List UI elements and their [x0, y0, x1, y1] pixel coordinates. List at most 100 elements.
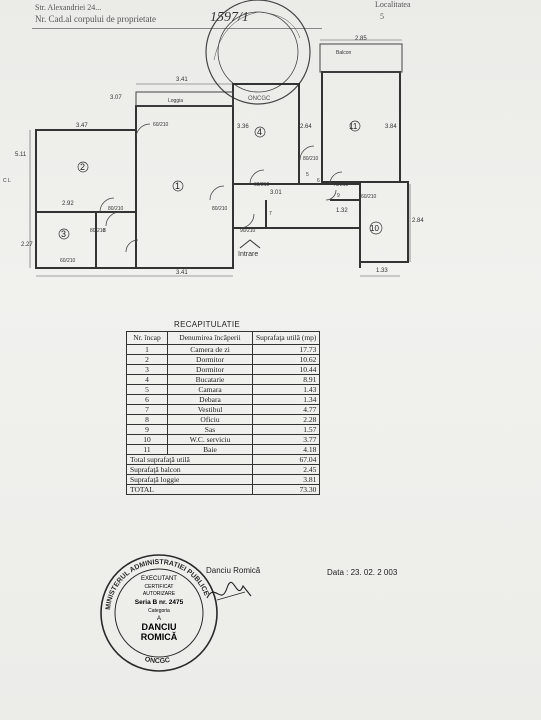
dim-227: 2.27: [21, 242, 33, 248]
cell-area: 3.77: [251, 434, 321, 445]
recap-table: Nr. încap Denumirea încăperii Suprafaţa …: [126, 331, 321, 495]
total-value: 73.30: [251, 484, 321, 495]
recap-header-row: Nr. încap Denumirea încăperii Suprafaţa …: [126, 331, 321, 345]
room-1: 1: [175, 181, 180, 191]
dim-292: 2.92: [62, 201, 74, 207]
dim-284: 2.84: [412, 218, 424, 224]
room-5: 5: [306, 172, 309, 178]
total-value: 67.04: [251, 454, 321, 465]
room-10: 10: [370, 224, 379, 233]
cell-name: Debara: [167, 394, 253, 405]
door-4: 60/210: [254, 182, 270, 188]
cell-name: Baie: [167, 444, 253, 455]
stamp-line-6: A: [157, 616, 161, 622]
label-balcon: Balcon: [336, 50, 352, 56]
cell-area: 4.18: [251, 444, 321, 455]
stamp-line-1: EXECUTANT: [141, 576, 177, 582]
document-date: Data : 23. 02. 2 003: [327, 568, 398, 577]
dim-347: 3.47: [76, 123, 88, 129]
cell-name: Vestibul: [167, 404, 253, 415]
total-label: Total suprafaţă utilă: [126, 454, 253, 465]
locality-value: 5: [380, 12, 384, 21]
dim-285: 2.85: [355, 36, 367, 42]
cell-area: 17.73: [251, 344, 321, 355]
col-area: Suprafaţa utilă (mp): [251, 331, 321, 345]
door-5: 80/210: [212, 206, 228, 212]
label-intrare: Intrare: [238, 251, 258, 258]
door-6: 90/210: [240, 228, 256, 234]
stamp-line-7: DANCIU: [142, 622, 177, 632]
cell-area: 1.57: [251, 424, 321, 435]
cell-nr: 11: [126, 444, 168, 455]
room-6: 6: [317, 178, 320, 184]
dim-307: 3.07: [110, 95, 122, 101]
cell-name: Camara: [167, 384, 253, 395]
cell-name: Sas: [167, 424, 253, 435]
room-2: 2: [80, 162, 85, 172]
total-value: 3.81: [251, 474, 321, 485]
cell-name: W.C. serviciu: [167, 434, 253, 445]
door-10: 60/210: [60, 258, 76, 264]
svg-text:ONCGC: ONCGC: [144, 656, 171, 665]
dim-384: 3.84: [385, 124, 397, 130]
stamp-line-8: ROMICĂ: [141, 632, 178, 642]
door-1: 80/210: [108, 206, 124, 212]
cell-nr: 5: [126, 384, 168, 395]
cell-area: 1.43: [251, 384, 321, 395]
cell-name: Dormitor: [167, 354, 253, 365]
stamp-ring-bottom: ONCGC: [144, 656, 171, 665]
cell-nr: 10: [126, 434, 168, 445]
cell-name: Bucatarie: [167, 374, 253, 385]
door-7: 80/210: [303, 156, 319, 162]
cadastral-number: 1597/1: [210, 10, 249, 25]
cell-name: Oficiu: [167, 414, 253, 425]
total-label: Suprafaţă balcon: [126, 464, 253, 475]
label-loggia: Loggia: [168, 98, 183, 104]
cell-area: 4.77: [251, 404, 321, 415]
total-label: Suprafaţă loggie: [126, 474, 253, 485]
top-stamp: ONCGC: [205, 0, 311, 105]
cell-nr: 9: [126, 424, 168, 435]
door-9: 60/210: [361, 194, 377, 200]
door-2: 80/210: [90, 228, 106, 234]
room-11: 11: [349, 122, 358, 131]
room-4: 4: [257, 127, 262, 137]
door-3: 60/210: [153, 122, 169, 128]
cell-name: Camera de zi: [167, 344, 253, 355]
signer-name: Danciu Romică: [206, 566, 261, 575]
cell-area: 10.62: [251, 354, 321, 365]
plan-loggia-balcony: [135, 43, 403, 107]
entry-arrow: [239, 239, 261, 249]
stamp-line-3: AUTORIZARE: [143, 591, 176, 597]
dim-511: 5.11: [15, 152, 27, 158]
floor-plan: 2.85 3.41 3.07 3.47 5.11 2.92 2.27 3.41 …: [3, 0, 424, 277]
top-stamp-text: ONCGC: [248, 96, 271, 102]
cell-nr: 7: [126, 404, 168, 415]
room-9: 9: [337, 193, 340, 199]
cell-nr: 2: [126, 354, 168, 365]
document-header: Str. Alexandriei 24... Nr. Cad.al corpul…: [35, 0, 495, 34]
cell-name: Dormitor: [167, 364, 253, 375]
plan-walls: [35, 71, 409, 269]
room-3: 3: [61, 229, 66, 239]
stamp-line-2: CERTIFICAT: [145, 584, 174, 590]
cell-nr: 1: [126, 344, 168, 355]
dim-133: 1.33: [376, 268, 388, 274]
address-line: Str. Alexandriei 24...: [35, 3, 102, 12]
dim-336: 3.36: [237, 124, 249, 130]
cell-area: 8.91: [251, 374, 321, 385]
recap-title: RECAPITULATIE: [174, 320, 240, 329]
